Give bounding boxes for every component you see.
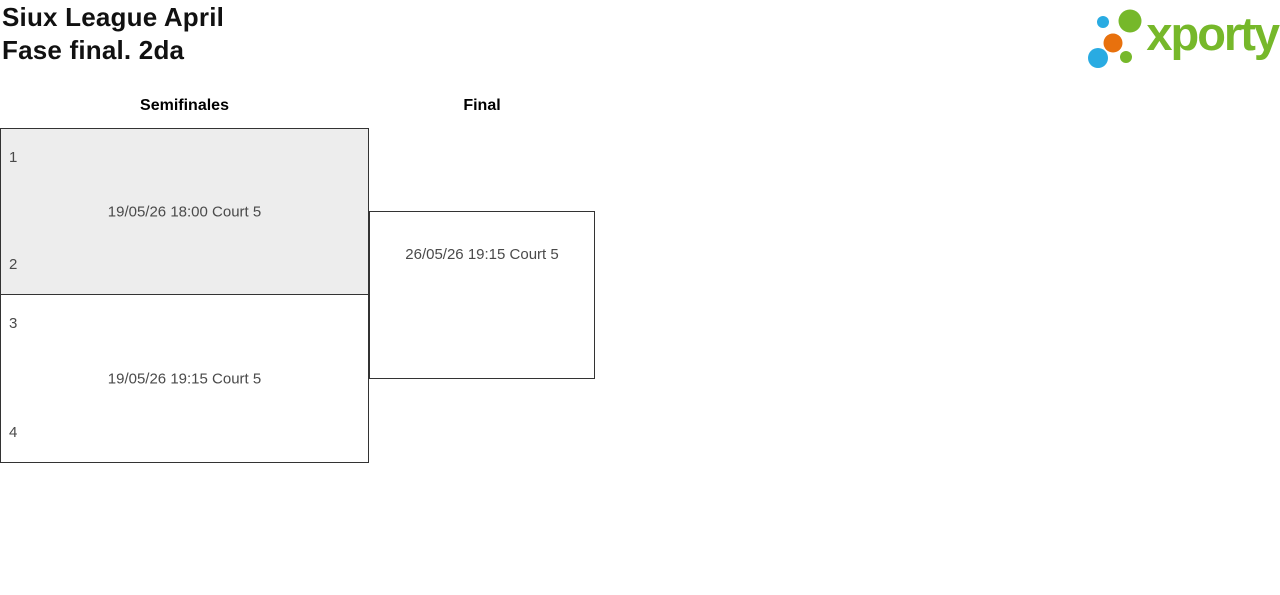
seed-slot-top: 1 [9, 149, 18, 166]
match-schedule: 19/05/26 18:00 Court 5 [107, 203, 262, 220]
match-schedule: 26/05/26 19:15 Court 5 [405, 246, 559, 263]
seed-slot-top: 3 [9, 315, 18, 332]
match-semifinal-2[interactable]: 3 19/05/26 19:15 Court 5 4 [0, 294, 369, 463]
tournament-title: Siux League April Fase final. 2da [2, 1, 224, 67]
round-label-semifinals: Semifinales [140, 97, 229, 114]
xporty-logo[interactable]: xporty [1082, 3, 1280, 74]
tournament-name: Siux League April [2, 2, 225, 32]
match-semifinal-1[interactable]: 1 19/05/26 18:00 Court 5 2 [0, 128, 369, 295]
match-schedule: 19/05/26 19:15 Court 5 [107, 370, 262, 387]
match-final[interactable]: 26/05/26 19:15 Court 5 [369, 211, 595, 379]
seed-slot-bottom: 2 [9, 256, 18, 273]
seed-slot-bottom: 4 [9, 424, 18, 441]
xporty-dots-icon [1088, 9, 1142, 68]
xporty-wordmark: xporty [1146, 7, 1280, 60]
tournament-phase: Fase final. 2da [2, 35, 185, 65]
round-label-final: Final [463, 97, 501, 114]
